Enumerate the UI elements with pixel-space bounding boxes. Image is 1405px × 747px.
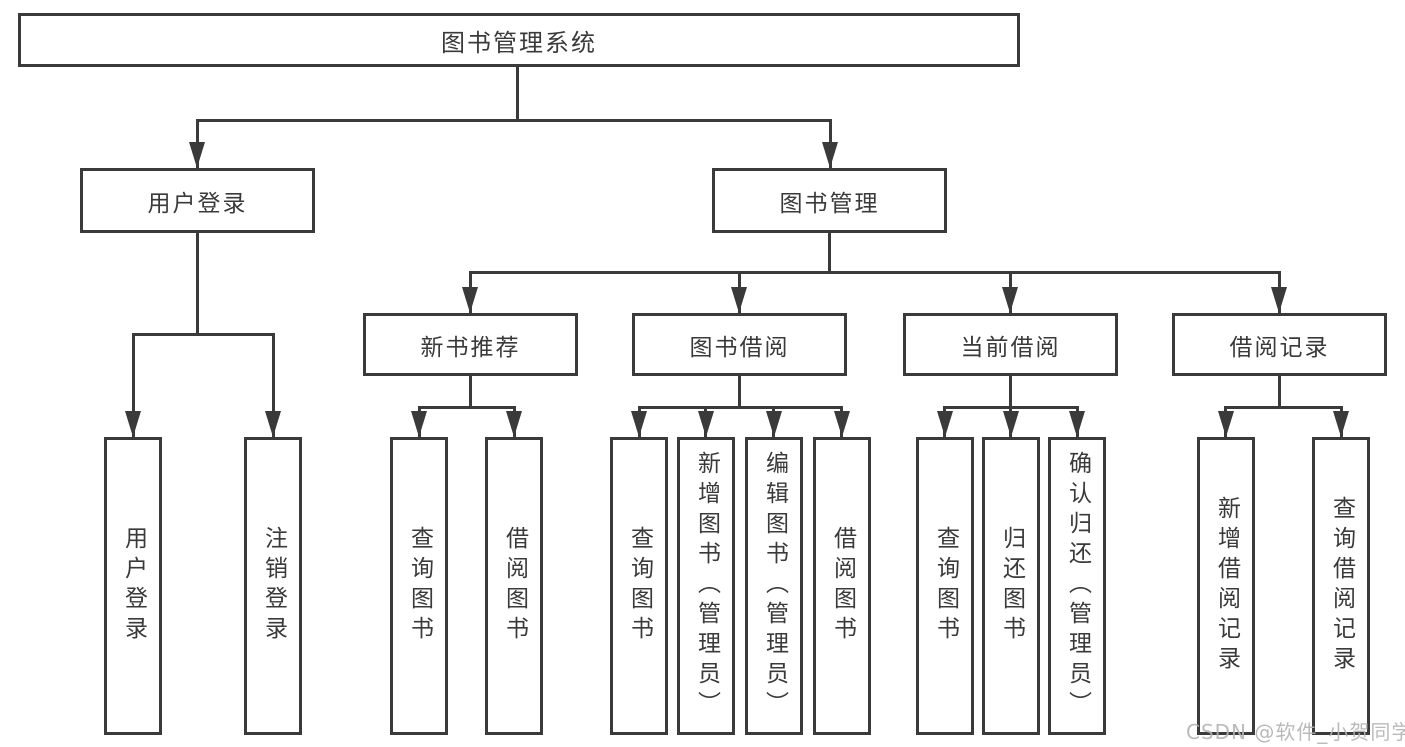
connector-line [196, 119, 832, 122]
node-book-management: 图书管理 [712, 168, 947, 233]
leaf-return-books: 归还图书 [982, 437, 1040, 735]
leaf-query-books-recommend-label: 查询图书 [406, 526, 433, 646]
arrowhead-down-icon [731, 287, 747, 313]
connector-line [1278, 376, 1281, 408]
arrowhead-down-icon [1218, 411, 1234, 437]
node-book-management-label: 图书管理 [779, 190, 880, 217]
leaf-add-borrow-record-label: 新增借阅记录 [1213, 496, 1240, 676]
leaf-add-book-admin: 新增图书（管理员） [677, 437, 735, 735]
arrowhead-down-icon [631, 411, 647, 437]
leaf-query-books-borrow-label: 查询图书 [626, 526, 653, 646]
arrowhead-down-icon [1333, 411, 1349, 437]
arrowhead-down-icon [766, 411, 782, 437]
arrowhead-down-icon [698, 411, 714, 437]
arrowhead-down-icon [462, 287, 478, 313]
node-user-login-label: 用户登录 [147, 190, 248, 217]
leaf-logout-label: 注销登录 [260, 526, 287, 646]
root-node-label: 图书管理系统 [441, 28, 597, 57]
leaf-logout: 注销登录 [244, 437, 302, 735]
arrowhead-down-icon [834, 411, 850, 437]
connector-line [469, 376, 472, 408]
arrowhead-down-icon [937, 411, 953, 437]
connector-line [738, 376, 741, 408]
leaf-add-book-admin-label: 新增图书（管理员） [693, 451, 720, 721]
node-new-book-recommend: 新书推荐 [363, 313, 578, 376]
node-current-borrow-label: 当前借阅 [960, 334, 1061, 361]
leaf-borrow-books-recommend-label: 借阅图书 [501, 526, 528, 646]
connector-line [828, 233, 831, 274]
leaf-user-login: 用户登录 [104, 437, 162, 735]
leaf-borrow-books-borrow: 借阅图书 [813, 437, 871, 735]
arrowhead-down-icon [1271, 287, 1287, 313]
leaf-edit-book-admin: 编辑图书（管理员） [745, 437, 803, 735]
connector-line [1009, 376, 1012, 408]
leaf-query-books-current-label: 查询图书 [932, 526, 959, 646]
connector-line [132, 333, 275, 336]
leaf-query-books-current: 查询图书 [916, 437, 974, 735]
arrowhead-down-icon [1069, 411, 1085, 437]
leaf-query-books-recommend: 查询图书 [390, 437, 448, 735]
leaf-confirm-return-admin: 确认归还（管理员） [1048, 437, 1106, 735]
arrowhead-down-icon [1002, 287, 1018, 313]
leaf-add-borrow-record: 新增借阅记录 [1197, 437, 1255, 735]
leaf-borrow-books-recommend: 借阅图书 [485, 437, 543, 735]
leaf-query-borrow-record: 查询借阅记录 [1312, 437, 1370, 735]
connector-line [418, 406, 516, 409]
root-node: 图书管理系统 [18, 13, 1020, 67]
node-user-login: 用户登录 [80, 168, 315, 233]
connector-line [132, 333, 135, 437]
arrowhead-down-icon [189, 142, 205, 168]
connector-line [272, 333, 275, 437]
leaf-return-books-label: 归还图书 [998, 526, 1025, 646]
arrowhead-down-icon [411, 411, 427, 437]
leaf-edit-book-admin-label: 编辑图书（管理员） [761, 451, 788, 721]
node-borrow-records: 借阅记录 [1172, 313, 1387, 376]
leaf-user-login-label: 用户登录 [120, 526, 147, 646]
leaf-borrow-books-borrow-label: 借阅图书 [829, 526, 856, 646]
node-book-borrow-label: 图书借阅 [689, 334, 790, 361]
arrowhead-down-icon [506, 411, 522, 437]
connector-line [638, 406, 843, 409]
arrowhead-down-icon [125, 411, 141, 437]
connector-line [1224, 406, 1343, 409]
leaf-query-books-borrow: 查询图书 [610, 437, 668, 735]
connector-line [196, 233, 199, 336]
arrowhead-down-icon [822, 142, 838, 168]
node-book-borrow: 图书借阅 [632, 313, 847, 376]
node-new-book-recommend-label: 新书推荐 [420, 334, 521, 361]
leaf-confirm-return-admin-label: 确认归还（管理员） [1064, 451, 1091, 721]
connector-line [516, 67, 519, 121]
leaf-query-borrow-record-label: 查询借阅记录 [1328, 496, 1355, 676]
connector-line [469, 271, 1281, 274]
node-current-borrow: 当前借阅 [903, 313, 1118, 376]
watermark-text: CSDN @软件_小贺同学 [1186, 720, 1405, 744]
node-borrow-records-label: 借阅记录 [1229, 334, 1330, 361]
arrowhead-down-icon [265, 411, 281, 437]
arrowhead-down-icon [1003, 411, 1019, 437]
